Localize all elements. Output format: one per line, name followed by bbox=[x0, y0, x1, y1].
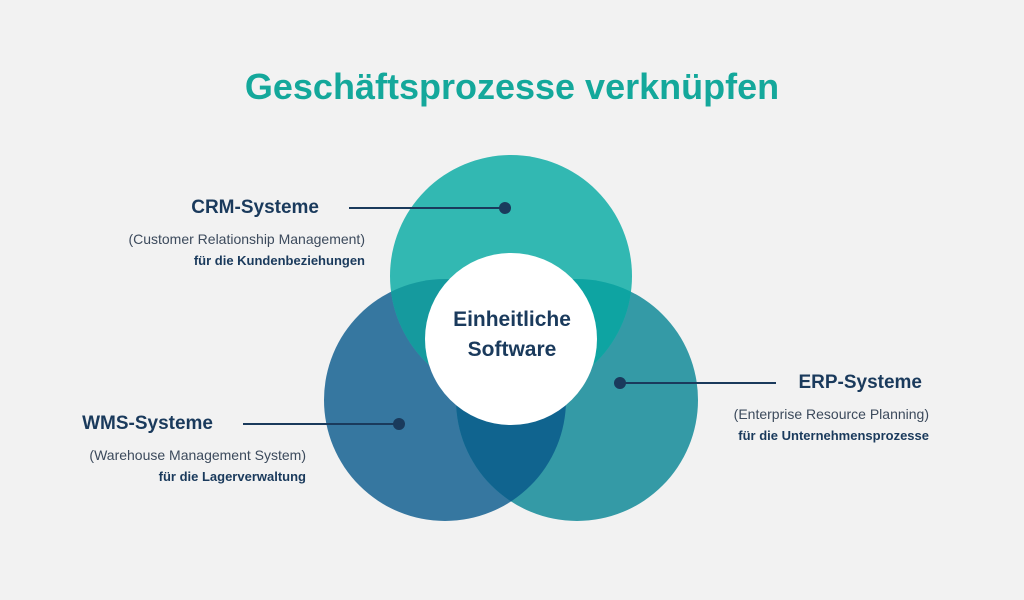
wms-full-name: (Warehouse Management System) bbox=[89, 447, 306, 463]
crm-name: CRM-Systeme bbox=[191, 197, 319, 218]
center-label: Einheitliche Software bbox=[430, 305, 594, 365]
center-circle bbox=[425, 253, 597, 425]
wms-label: WMS-Systeme (Warehouse Management System… bbox=[20, 413, 306, 484]
wms-name: WMS-Systeme bbox=[82, 413, 213, 434]
erp-connector-dot bbox=[614, 377, 626, 389]
erp-full-name: (Enterprise Resource Planning) bbox=[733, 406, 929, 422]
erp-label: ERP-Systeme (Enterprise Resource Plannin… bbox=[700, 372, 929, 443]
crm-full-name: (Customer Relationship Management) bbox=[128, 231, 365, 247]
crm-label: CRM-Systeme (Customer Relationship Manag… bbox=[60, 197, 365, 268]
crm-connector-dot bbox=[499, 202, 511, 214]
wms-connector-dot bbox=[393, 418, 405, 430]
erp-purpose: für die Unternehmensprozesse bbox=[738, 428, 929, 443]
center-label-line1: Einheitliche bbox=[453, 308, 571, 331]
crm-purpose: für die Kundenbeziehungen bbox=[193, 253, 365, 268]
page-title: Geschäftsprozesse verknüpfen bbox=[244, 66, 780, 107]
center-label-line2: Software bbox=[467, 338, 557, 361]
erp-name: ERP-Systeme bbox=[798, 372, 922, 393]
wms-purpose: für die Lagerverwaltung bbox=[158, 469, 306, 484]
